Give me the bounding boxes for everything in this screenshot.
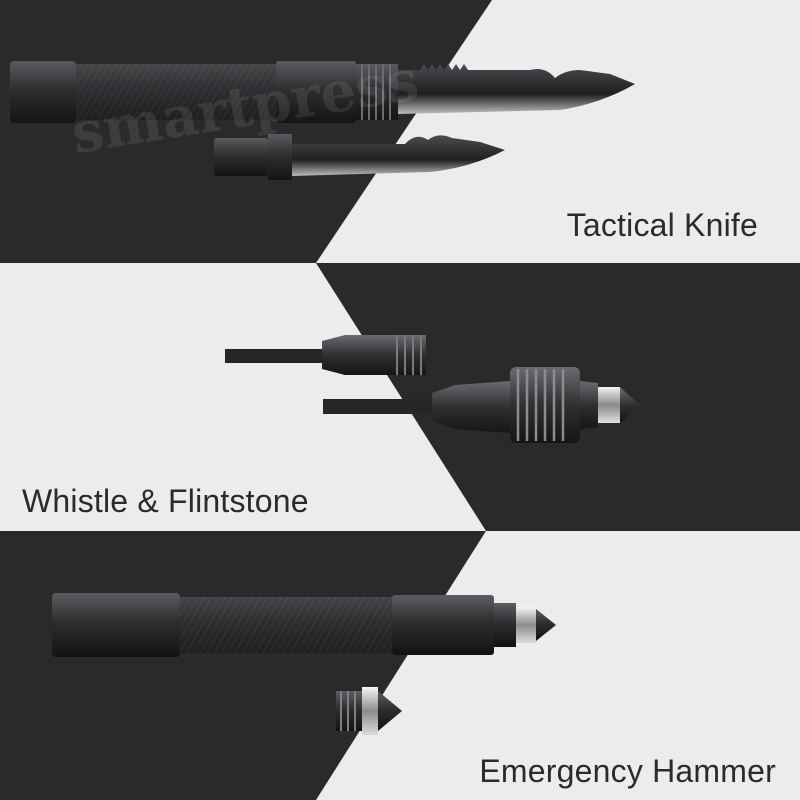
emergency-hammer-illustration: [0, 531, 800, 800]
caption-emergency-hammer: Emergency Hammer: [479, 753, 776, 789]
spare-breaker-ring: [362, 687, 378, 735]
spare-breaker-tip: [378, 691, 402, 731]
flint-rod-bottom: [323, 399, 435, 414]
breaker-tip: [620, 387, 640, 423]
caption-tactical-knife: Tactical Knife: [566, 207, 758, 243]
whistle-body-top: [322, 335, 390, 375]
panel-tactical-knife: smartpress Tactical Knife: [0, 0, 800, 263]
small-knife-blade: [292, 135, 505, 176]
blade-handle-piece: [214, 138, 268, 176]
whistle-flintstone-illustration: [0, 263, 800, 531]
body-section: [276, 61, 356, 123]
light-background: [316, 531, 800, 800]
panel-emergency-hammer: Emergency Hammer: [0, 531, 800, 800]
chrome-ring: [598, 387, 620, 423]
caption-whistle-flintstone: Whistle & Flintstone: [22, 483, 309, 519]
light-background: [316, 0, 800, 263]
flint-rod-top: [225, 349, 325, 363]
end-cap: [10, 61, 76, 123]
large-serrated-blade: [398, 64, 635, 114]
panel-whistle-flintstone: Whistle & Flintstone: [0, 263, 800, 531]
hammer-breaker-tip: [536, 609, 556, 641]
hammer-chrome-ring: [516, 607, 536, 643]
whistle-body-bottom: [432, 381, 510, 433]
hammer-end-cap: [52, 593, 180, 657]
hammer-body: [392, 595, 494, 655]
tactical-knife-illustration: [0, 0, 800, 263]
